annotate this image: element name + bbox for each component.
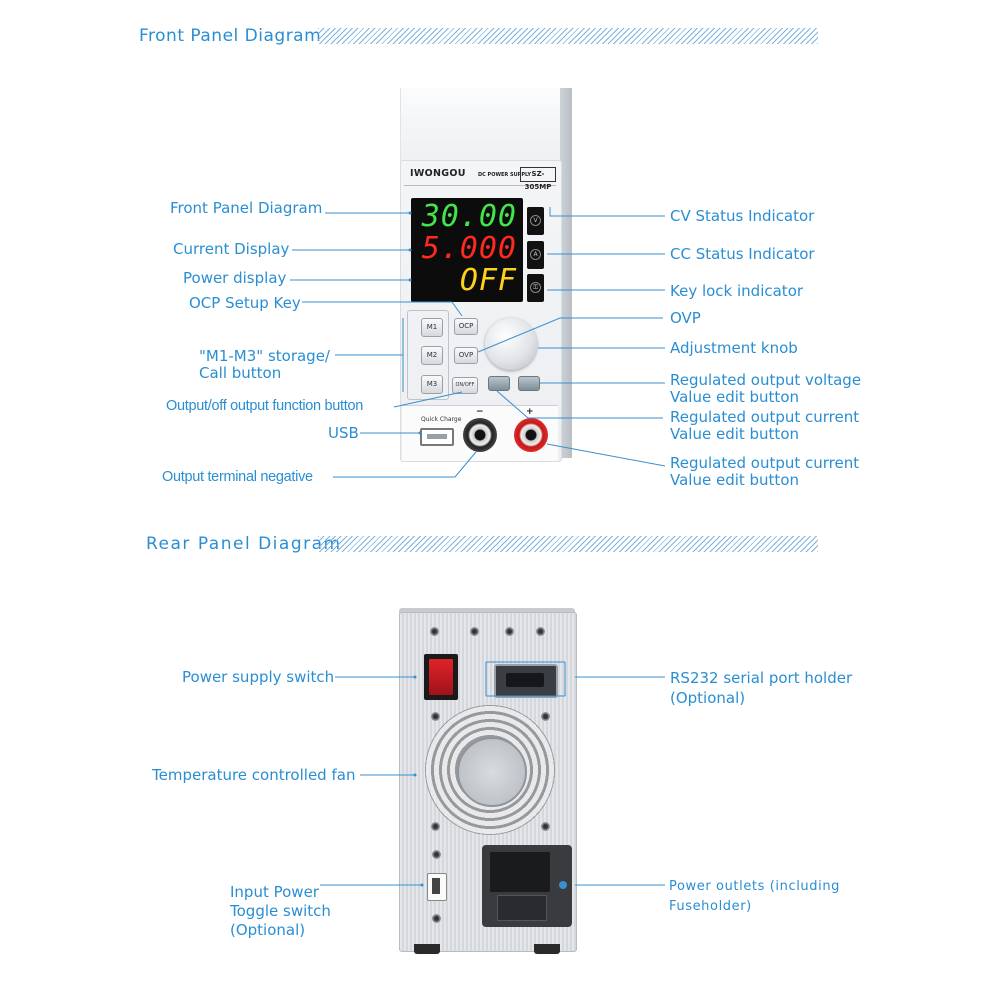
label-power-display: Power display bbox=[183, 269, 287, 287]
label-current-edit-b1: Regulated output current bbox=[670, 454, 860, 472]
leader-ovp bbox=[477, 317, 663, 353]
leader-onoff bbox=[393, 391, 463, 408]
cc-indicator: A bbox=[527, 241, 544, 269]
rear-title-hatch bbox=[318, 536, 818, 552]
cv-indicator-icon: V bbox=[530, 215, 541, 226]
fuse-holder[interactable] bbox=[497, 895, 547, 921]
key-lock-indicator: ⚿ bbox=[527, 274, 544, 302]
label-current-edit-b2: Value edit button bbox=[670, 471, 800, 489]
leader-ocp bbox=[302, 301, 463, 317]
device-top-face bbox=[400, 88, 561, 170]
label-fan: Temperature controlled fan bbox=[152, 766, 356, 784]
label-power-switch: Power supply switch bbox=[182, 668, 335, 686]
label-terminal-negative: Output terminal negative bbox=[162, 469, 313, 485]
label-key-lock: Key lock indicator bbox=[670, 282, 804, 300]
rear-section-title: Rear Panel Diagram bbox=[146, 534, 342, 554]
m2-button[interactable]: M2 bbox=[421, 346, 443, 365]
label-outlets-2: Fuseholder) bbox=[669, 899, 752, 914]
label-ocp-key: OCP Setup Key bbox=[189, 294, 301, 312]
label-rs232-1: RS232 serial port holder bbox=[670, 669, 853, 687]
on-off-button[interactable]: ON/OFF bbox=[452, 377, 478, 394]
label-ovp: OVP bbox=[670, 309, 701, 327]
screw bbox=[541, 712, 550, 721]
plus-symbol: + bbox=[526, 407, 534, 417]
voltage-readout: 30.00 bbox=[421, 199, 517, 234]
lock-icon: ⚿ bbox=[530, 282, 541, 293]
front-title-hatch bbox=[318, 28, 818, 44]
cv-indicator: V bbox=[527, 207, 544, 235]
screw bbox=[430, 627, 439, 636]
power-socket[interactable] bbox=[490, 852, 550, 892]
front-section-title: Front Panel Diagram bbox=[139, 26, 322, 46]
negative-terminal[interactable] bbox=[463, 418, 497, 452]
screw bbox=[470, 627, 479, 636]
current-readout: 5.000 bbox=[421, 231, 517, 266]
brand-subtitle: DC POWER SUPPLY bbox=[478, 172, 532, 178]
fan-hub bbox=[457, 737, 527, 807]
label-current-display: Current Display bbox=[173, 240, 290, 258]
m1-button[interactable]: M1 bbox=[421, 318, 443, 337]
label-knob: Adjustment knob bbox=[670, 339, 798, 357]
label-toggle-2: Toggle switch bbox=[230, 902, 331, 920]
label-usb: USB bbox=[328, 424, 359, 442]
label-rs232-2: (Optional) bbox=[670, 689, 746, 707]
label-voltage-edit-1: Regulated output voltage bbox=[670, 371, 862, 389]
leader-current-edit-b bbox=[546, 443, 666, 467]
adjustment-knob[interactable] bbox=[485, 318, 537, 370]
label-current-edit-2: Value edit button bbox=[670, 425, 800, 443]
screw bbox=[432, 914, 441, 923]
label-storage-2: Call button bbox=[199, 364, 282, 382]
usb-label: Quick Charge bbox=[421, 416, 462, 423]
leader-cv bbox=[549, 207, 665, 217]
screw bbox=[431, 822, 440, 831]
label-outlets-1: Power outlets (including bbox=[669, 879, 841, 894]
screw bbox=[431, 712, 440, 721]
label-cv-status: CV Status Indicator bbox=[670, 207, 815, 225]
input-toggle-switch[interactable] bbox=[427, 873, 447, 901]
ovp-button[interactable]: OVP bbox=[454, 347, 478, 364]
label-voltage-edit-2: Value edit button bbox=[670, 388, 800, 406]
power-readout: OFF bbox=[459, 263, 517, 298]
screw bbox=[505, 627, 514, 636]
voltage-edit-button[interactable] bbox=[488, 376, 510, 391]
cc-indicator-icon: A bbox=[530, 249, 541, 260]
screw bbox=[432, 850, 441, 859]
usb-port[interactable] bbox=[420, 428, 454, 446]
leader-current-edit bbox=[496, 390, 663, 419]
label-storage-1: "M1-M3" storage/ bbox=[199, 347, 330, 365]
brand-bar bbox=[404, 165, 556, 186]
label-output-onoff: Output/off output function button bbox=[166, 398, 364, 414]
led-display: 30.00 5.000 OFF bbox=[411, 198, 523, 302]
leader-terminal-neg bbox=[333, 451, 477, 478]
rear-foot-right bbox=[534, 944, 560, 954]
minus-symbol: − bbox=[476, 407, 484, 417]
model-badge: SZ-305MP bbox=[520, 167, 556, 191]
label-cc-status: CC Status Indicator bbox=[670, 245, 815, 263]
device-side bbox=[560, 88, 572, 458]
rear-foot-left bbox=[414, 944, 440, 954]
power-switch[interactable] bbox=[424, 654, 458, 700]
label-toggle-1: Input Power bbox=[230, 883, 319, 901]
label-front-panel: Front Panel Diagram bbox=[170, 199, 323, 217]
current-edit-button[interactable] bbox=[518, 376, 540, 391]
ocp-button[interactable]: OCP bbox=[454, 318, 478, 335]
screw bbox=[536, 627, 545, 636]
label-current-edit-1: Regulated output current bbox=[670, 408, 860, 426]
positive-terminal[interactable] bbox=[514, 418, 548, 452]
brand-logo: IWONGOU bbox=[410, 168, 466, 179]
screw bbox=[541, 822, 550, 831]
rs232-port[interactable] bbox=[494, 664, 558, 698]
label-toggle-3: (Optional) bbox=[230, 921, 306, 939]
m3-button[interactable]: M3 bbox=[421, 375, 443, 394]
